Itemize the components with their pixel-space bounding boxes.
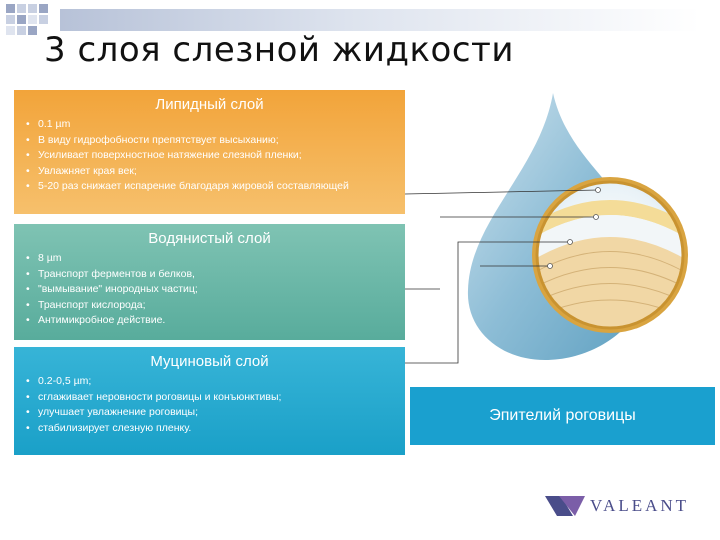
list-item: В виду гидрофобности препятствует высыха… — [24, 133, 395, 149]
valeant-logo-icon — [545, 496, 585, 516]
list-item: сглаживает неровности роговицы и конъюнк… — [24, 390, 395, 406]
list-item: 5-20 раз снижает испарение благодаря жир… — [24, 179, 395, 195]
connector-dots — [547, 187, 601, 269]
list-item: Антимикробное действие. — [24, 313, 395, 329]
lipid-layer-panel: Липидный слой 0.1 µm В виду гидрофобност… — [14, 90, 405, 214]
aqueous-layer-panel: Водянистый слой 8 µm Транспорт ферментов… — [14, 224, 405, 340]
list-item: 0.1 µm — [24, 117, 395, 133]
list-item: улучшает увлажнение роговицы; — [24, 405, 395, 421]
aqueous-layer-title: Водянистый слой — [148, 230, 271, 247]
header-gradient-bar — [60, 9, 700, 31]
list-item: "вымывание" инородных частиц; — [24, 282, 395, 298]
valeant-logo-text: VALEANT — [590, 496, 690, 515]
connector-lines — [404, 189, 599, 364]
list-item: Транспорт кислорода; — [24, 298, 395, 314]
list-item: Усиливает поверхностное натяжение слезно… — [24, 148, 395, 164]
mucin-layer-list: 0.2-0,5 µm; сглаживает неровности рогови… — [24, 374, 395, 436]
epithelium-label-box: Эпителий роговицы — [410, 387, 715, 445]
mucin-layer-title: Муциновый слой — [150, 353, 269, 370]
cornea-cell-layers — [537, 200, 683, 328]
epithelium-label: Эпителий роговицы — [489, 407, 636, 424]
lipid-layer-list: 0.1 µm В виду гидрофобности препятствует… — [24, 117, 395, 195]
list-item: Транспорт ферментов и белков, — [24, 267, 395, 283]
list-item: 0.2-0,5 µm; — [24, 374, 395, 390]
aqueous-layer-list: 8 µm Транспорт ферментов и белков, "вымы… — [24, 251, 395, 329]
list-item: Увлажняет края век; — [24, 164, 395, 180]
lipid-layer-title: Липидный слой — [155, 96, 264, 113]
list-item: 8 µm — [24, 251, 395, 267]
list-item: стабилизирует слезную пленку. — [24, 421, 395, 437]
slide-title: 3 слоя слезной жидкости — [44, 30, 514, 70]
mucin-layer-panel: Муциновый слой 0.2-0,5 µm; сглаживает не… — [14, 347, 405, 455]
